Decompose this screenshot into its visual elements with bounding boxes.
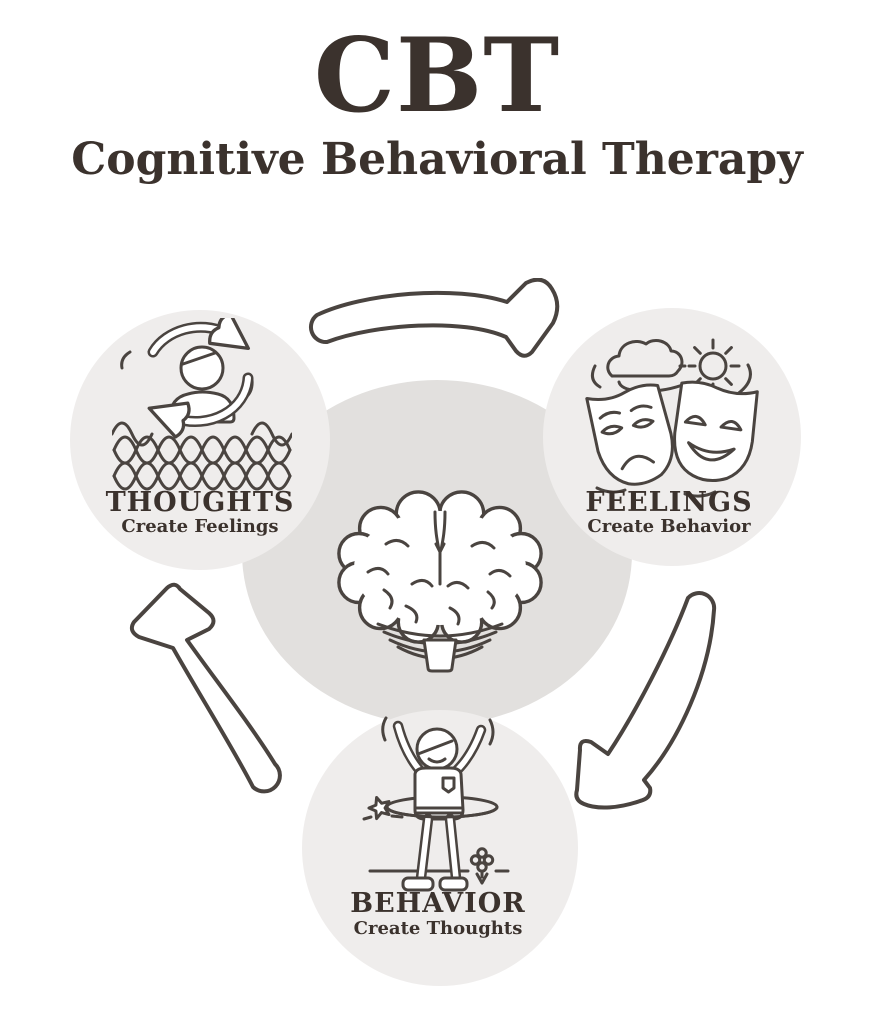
brain-icon <box>337 490 543 673</box>
behavior-sublabel: Create Thoughts <box>353 918 523 939</box>
thoughts-sublabel: Create Feelings <box>121 516 279 537</box>
thoughts-label: THOUGHTS <box>105 487 295 518</box>
thought-cycle-person-icon <box>112 318 292 491</box>
arrow-feelings-to-behavior-icon <box>574 591 717 810</box>
behavior-label: BEHAVIOR <box>350 888 526 919</box>
page-title: CBT <box>313 16 561 136</box>
feelings-sublabel: Create Behavior <box>587 516 751 537</box>
flower-icon <box>469 847 495 885</box>
star-icon <box>367 796 391 821</box>
arrow-thoughts-to-feelings-icon <box>308 278 560 358</box>
theater-masks-icon <box>585 338 759 498</box>
hula-hoop-person-icon <box>362 716 510 892</box>
feelings-label: FEELINGS <box>585 487 753 518</box>
tragedy-mask-icon <box>585 383 674 486</box>
arrow-behavior-to-thoughts-icon <box>129 582 282 794</box>
comedy-mask-icon <box>673 380 759 483</box>
page-subtitle: Cognitive Behavioral Therapy <box>71 134 803 185</box>
